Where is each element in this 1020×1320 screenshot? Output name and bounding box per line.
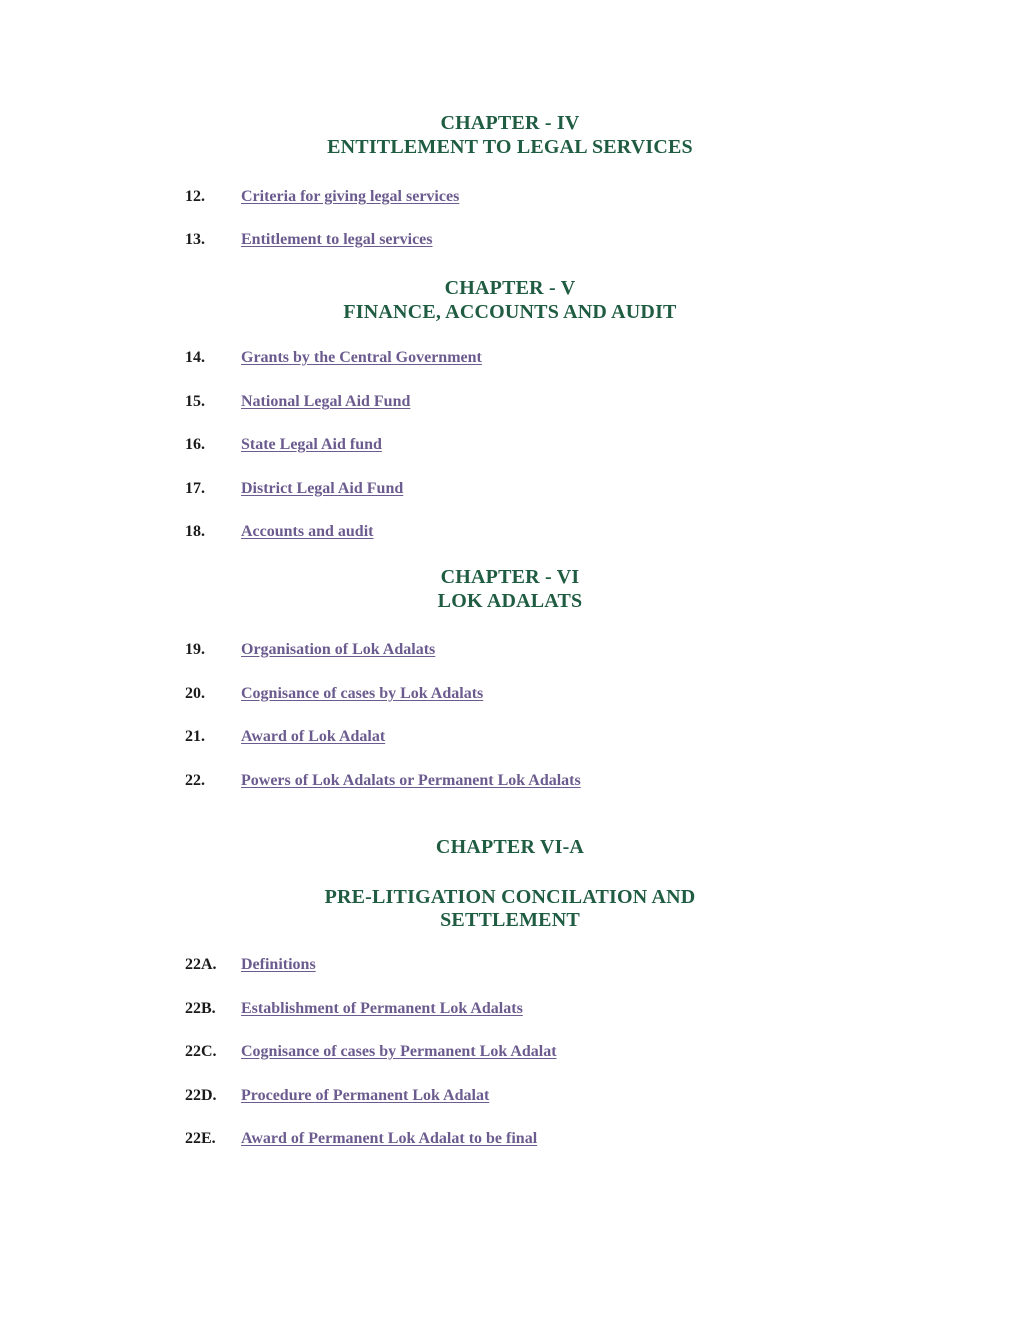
toc-entry-link[interactable]: Organisation of Lok Adalats: [241, 641, 436, 658]
toc-entry[interactable]: 22. Powers of Lok Adalats or Permanent L…: [0, 772, 1020, 798]
chapter-title-line1: ENTITLEMENT TO LEGAL SERVICES: [327, 135, 693, 158]
toc-entry[interactable]: 13. Entitlement to legal services: [0, 231, 1020, 257]
toc-entry[interactable]: 18. Accounts and audit: [0, 523, 1020, 549]
toc-entry-link[interactable]: Definitions: [241, 956, 316, 973]
chapter-title: LOK ADALATS: [0, 590, 1020, 614]
toc-entry-number: 13.: [185, 231, 205, 248]
chapter-title-line1: FINANCE, ACCOUNTS AND AUDIT: [343, 300, 677, 323]
toc-entry-link[interactable]: Powers of Lok Adalats or Permanent Lok A…: [241, 772, 581, 789]
chapter-label: CHAPTER - V: [444, 277, 576, 299]
toc-entry-number: 18.: [185, 523, 205, 540]
toc-entry-link[interactable]: District Legal Aid Fund: [241, 480, 404, 497]
chapter-title-line2: SETTLEMENT: [440, 909, 580, 932]
toc-entry[interactable]: 14. Grants by the Central Government: [0, 349, 1020, 375]
chapter-title-line1: PRE-LITIGATION CONCILATION AND: [324, 885, 696, 908]
chapter-heading-iv: CHAPTER - IV ENTITLEMENT TO LEGAL SERVIC…: [0, 112, 1020, 159]
toc-entry-number: 16.: [185, 436, 205, 453]
toc-entry-number: 14.: [185, 349, 205, 366]
toc-entry-link[interactable]: National Legal Aid Fund: [241, 393, 411, 410]
toc-entry[interactable]: 17. District Legal Aid Fund: [0, 480, 1020, 506]
toc-entry-link[interactable]: Grants by the Central Government: [241, 349, 482, 366]
chapter-heading-vi-a: CHAPTER VI-A PRE-LITIGATION CONCILATION …: [0, 836, 1020, 933]
toc-entry[interactable]: 22A. Definitions: [0, 956, 1020, 982]
toc-entry-number: 17.: [185, 480, 205, 497]
chapter-label: CHAPTER - IV: [440, 112, 580, 134]
toc-entry-link[interactable]: Accounts and audit: [241, 523, 374, 540]
toc-entry-number: 22A.: [185, 956, 217, 973]
chapter-title: PRE-LITIGATION CONCILATION AND SETTLEMEN…: [0, 886, 1020, 933]
toc-entry[interactable]: 19. Organisation of Lok Adalats: [0, 641, 1020, 667]
chapter-title: FINANCE, ACCOUNTS AND AUDIT: [0, 301, 1020, 325]
toc-entry-link[interactable]: State Legal Aid fund: [241, 436, 382, 453]
toc-entry-number: 22B.: [185, 1000, 216, 1017]
toc-entry[interactable]: 15. National Legal Aid Fund: [0, 393, 1020, 419]
chapter-heading-v: CHAPTER - V FINANCE, ACCOUNTS AND AUDIT: [0, 277, 1020, 324]
toc-entry-number: 20.: [185, 685, 205, 702]
toc-entry-number: 22D.: [185, 1087, 217, 1104]
toc-entry[interactable]: 16. State Legal Aid fund: [0, 436, 1020, 462]
toc-entry-number: 22E.: [185, 1130, 216, 1147]
chapter-heading-vi: CHAPTER - VI LOK ADALATS: [0, 566, 1020, 613]
toc-entry-link[interactable]: Criteria for giving legal services: [241, 188, 460, 205]
toc-entry[interactable]: 20. Cognisance of cases by Lok Adalats: [0, 685, 1020, 711]
toc-entry-number: 19.: [185, 641, 205, 658]
toc-entry-number: 21.: [185, 728, 205, 745]
toc-entry-link[interactable]: Entitlement to legal services: [241, 231, 433, 248]
toc-entry[interactable]: 22D. Procedure of Permanent Lok Adalat: [0, 1087, 1020, 1113]
toc-entry-number: 22C.: [185, 1043, 217, 1060]
toc-entry[interactable]: 21. Award of Lok Adalat: [0, 728, 1020, 754]
toc-entry-number: 22.: [185, 772, 205, 789]
toc-entry-link[interactable]: Establishment of Permanent Lok Adalats: [241, 1000, 523, 1017]
toc-entry-link[interactable]: Cognisance of cases by Lok Adalats: [241, 685, 484, 702]
toc-entry[interactable]: 22C. Cognisance of cases by Permanent Lo…: [0, 1043, 1020, 1069]
toc-entry-number: 12.: [185, 188, 205, 205]
chapter-label: CHAPTER - VI: [440, 566, 580, 588]
toc-entry-link[interactable]: Cognisance of cases by Permanent Lok Ada…: [241, 1043, 557, 1060]
toc-entry-link[interactable]: Procedure of Permanent Lok Adalat: [241, 1087, 490, 1104]
toc-entry-link[interactable]: Award of Permanent Lok Adalat to be fina…: [241, 1130, 538, 1147]
toc-entry-number: 15.: [185, 393, 205, 410]
toc-entry[interactable]: 22E. Award of Permanent Lok Adalat to be…: [0, 1130, 1020, 1156]
chapter-label: CHAPTER VI-A: [435, 836, 585, 858]
toc-entry[interactable]: 22B. Establishment of Permanent Lok Adal…: [0, 1000, 1020, 1026]
toc-entry-link[interactable]: Award of Lok Adalat: [241, 728, 386, 745]
chapter-title: ENTITLEMENT TO LEGAL SERVICES: [0, 136, 1020, 160]
chapter-title-line1: LOK ADALATS: [437, 589, 583, 612]
toc-entry[interactable]: 12. Criteria for giving legal services: [0, 188, 1020, 214]
